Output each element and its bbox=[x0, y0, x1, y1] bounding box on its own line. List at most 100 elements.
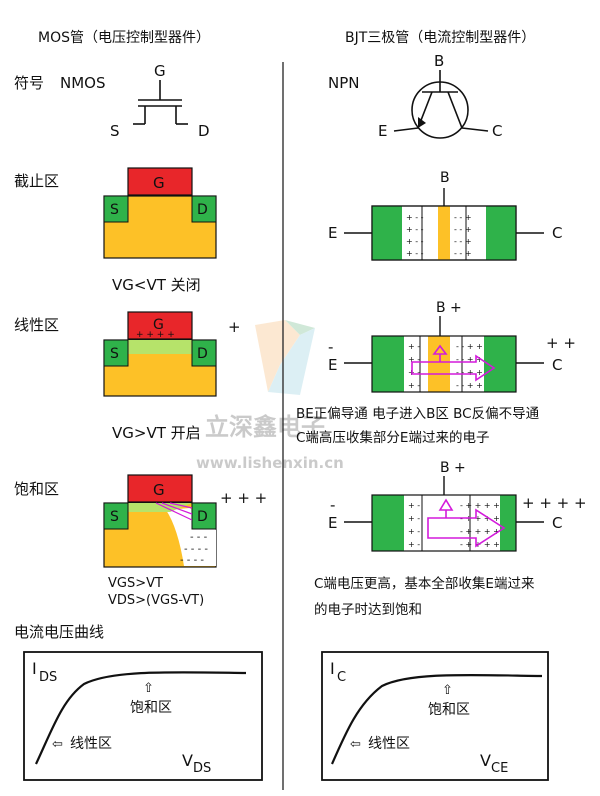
bjt-curve-sat-label: 饱和区 bbox=[428, 702, 470, 718]
nmos-drain-label: D bbox=[198, 122, 210, 140]
mos-cutoff-gate: G bbox=[153, 174, 165, 192]
mos-title: MOS管（电压控制型器件） bbox=[38, 30, 210, 46]
watermark-text: 立深鑫电子 bbox=[205, 413, 325, 441]
svg-text:- - + +: - - + + bbox=[456, 342, 483, 351]
mos-cutoff-caption: VG<VT 关闭 bbox=[112, 276, 201, 294]
bjt-sat-emitter: E bbox=[328, 514, 337, 532]
mos-curve-line bbox=[35, 671, 247, 765]
mos-curve-sat-arrow: ⇧ bbox=[143, 681, 154, 696]
bjt-curve-frame bbox=[321, 651, 549, 781]
bjt-curve-x-sub: CE bbox=[491, 761, 508, 776]
npn-base-label: B bbox=[434, 52, 444, 70]
mos-linear-gate-charges: + + + + bbox=[136, 330, 175, 340]
mos-linear-drain: D bbox=[197, 346, 208, 362]
svg-text:- - +: - - + bbox=[454, 213, 472, 222]
mos-cutoff-device bbox=[103, 167, 217, 259]
svg-text:- - +: - - + bbox=[454, 249, 472, 258]
bjt-cutoff-collector: C bbox=[552, 224, 562, 242]
mos-symbol-label: 符号 bbox=[14, 74, 44, 92]
mos-sat-drain: D bbox=[197, 509, 208, 525]
svg-text:- - + +: - - + + bbox=[456, 368, 483, 377]
svg-text:- - -: - - - bbox=[190, 532, 208, 543]
svg-text:+ -: + - bbox=[408, 527, 420, 536]
mos-curve-y-sub: DS bbox=[39, 670, 57, 685]
bjt-curve-x-label: V bbox=[480, 751, 491, 770]
mos-cutoff-source: S bbox=[110, 202, 119, 218]
nmos-gate-label: G bbox=[154, 62, 166, 80]
bjt-cutoff-base: B bbox=[440, 170, 450, 186]
mos-linear-device bbox=[103, 311, 217, 397]
mos-sat-source: S bbox=[110, 509, 119, 525]
svg-text:- + + + +: - + + + + bbox=[460, 540, 500, 549]
bjt-symbol-type: NPN bbox=[328, 74, 360, 92]
svg-text:+ -: + - bbox=[408, 368, 420, 377]
mos-sat-label: 饱和区 bbox=[14, 480, 59, 498]
bjt-title: BJT三极管（电流控制型器件） bbox=[345, 30, 535, 46]
watermark: 立深鑫电子 www.lishenxin.cn bbox=[196, 320, 344, 472]
mos-curve-x-label: V bbox=[182, 751, 193, 770]
svg-text:- + + + +: - + + + + bbox=[460, 527, 500, 536]
mos-linear-caption: VG>VT 开启 bbox=[112, 424, 201, 442]
bjt-linear-device: + - + - + - + - - - + + - - + + - - + + … bbox=[344, 316, 544, 393]
bjt-curve-linear-arrow: ⇦ bbox=[350, 737, 361, 752]
bjt-sat-collector: C bbox=[552, 514, 562, 532]
mos-curve-sat-label: 饱和区 bbox=[130, 700, 172, 716]
bjt-linear-collector: C bbox=[552, 356, 562, 374]
svg-text:- - +: - - + bbox=[454, 225, 472, 234]
npn-emitter-arrow bbox=[418, 117, 426, 128]
svg-text:- - +: - - + bbox=[454, 237, 472, 246]
mos-linear-label: 线性区 bbox=[14, 316, 59, 334]
npn-emitter-label: E bbox=[378, 122, 387, 140]
mos-curve-linear-label: 线性区 bbox=[70, 736, 112, 752]
bjt-curve-linear-label: 线性区 bbox=[368, 736, 410, 752]
svg-text:+ -: + - bbox=[408, 514, 420, 523]
svg-text:+ -: + - bbox=[408, 381, 420, 390]
svg-text:+ - -: + - - bbox=[406, 225, 424, 234]
bjt-linear-desc-2: C端高压收集部分E端过来的电子 bbox=[296, 429, 489, 446]
bjt-cutoff-device: + - - + - - + - - + - - - - + - - + - - … bbox=[344, 188, 544, 261]
bjt-sat-right-plus: + + + + bbox=[522, 494, 587, 512]
bjt-linear-desc-1: BE正偏导通 电子进入B区 BC反偏不导通 bbox=[296, 406, 540, 422]
bjt-linear-left-minus: - bbox=[328, 338, 333, 356]
bjt-curve-line bbox=[330, 673, 543, 765]
bjt-sat-device: + - + - + - + - - + + + + - + + + + - + … bbox=[344, 476, 544, 552]
svg-text:+ -: + - bbox=[408, 355, 420, 364]
bjt-sat-desc-1: C端电压更高，基本全部收集E端过来 bbox=[314, 575, 535, 592]
mos-sat-device: - - - - - - - - - - - bbox=[103, 474, 217, 568]
bjt-curve-y-sub: C bbox=[337, 670, 346, 685]
npn-symbol bbox=[393, 70, 489, 139]
bjt-sat-base-plus: B + bbox=[440, 460, 466, 476]
mos-linear-plus: + bbox=[228, 318, 241, 336]
mos-cutoff-drain: D bbox=[197, 202, 208, 218]
mos-sat-caption-2: VDS>(VGS-VT) bbox=[108, 593, 204, 608]
svg-text:- + + + +: - + + + + bbox=[460, 501, 500, 510]
svg-text:- - + +: - - + + bbox=[456, 381, 483, 390]
svg-text:+ -: + - bbox=[408, 501, 420, 510]
bjt-sat-left-minus: - bbox=[330, 496, 335, 514]
npn-collector-label: C bbox=[492, 122, 502, 140]
svg-text:+ - -: + - - bbox=[406, 237, 424, 246]
mos-linear-source: S bbox=[110, 346, 119, 362]
watermark-url: www.lishenxin.cn bbox=[196, 454, 344, 472]
mos-curve-section-label: 电流电压曲线 bbox=[14, 623, 104, 641]
bjt-curve-sat-arrow: ⇧ bbox=[442, 683, 453, 698]
bjt-cutoff-emitter: E bbox=[328, 224, 337, 242]
bjt-curve-y-label: I bbox=[330, 659, 335, 678]
mos-curve-frame bbox=[23, 651, 263, 781]
bjt-linear-base-plus: B + bbox=[436, 300, 462, 316]
mos-sat-gate: G bbox=[153, 481, 165, 499]
mos-linear-gate: G bbox=[153, 317, 164, 333]
mos-curve-x-sub: DS bbox=[193, 761, 211, 776]
svg-text:+ -: + - bbox=[408, 540, 420, 549]
mos-sat-caption-1: VGS>VT bbox=[108, 576, 163, 591]
svg-text:- - - -: - - - - bbox=[180, 555, 204, 566]
bjt-linear-right-plus: + + bbox=[546, 334, 576, 352]
nmos-symbol bbox=[133, 80, 188, 125]
bjt-linear-emitter: E bbox=[328, 356, 337, 374]
mos-symbol-type: NMOS bbox=[60, 74, 106, 92]
mos-cutoff-label: 截止区 bbox=[14, 172, 59, 190]
nmos-source-label: S bbox=[110, 122, 120, 140]
mos-curve-linear-arrow: ⇦ bbox=[52, 737, 63, 752]
